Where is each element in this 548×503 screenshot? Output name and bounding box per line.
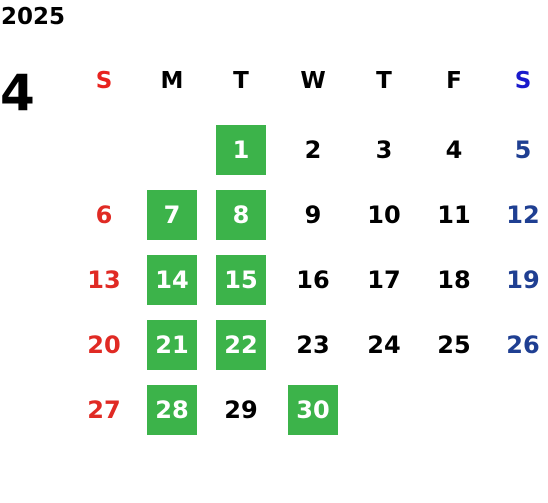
- day-cell: 27: [87, 396, 121, 424]
- day-cell: 26: [506, 331, 540, 359]
- day-cell: 24: [367, 331, 401, 359]
- day-cell: 3: [375, 136, 393, 164]
- day-cell: 17: [367, 266, 401, 294]
- day-cell-highlighted: 14: [147, 255, 197, 305]
- day-cell: 16: [296, 266, 330, 294]
- weekday-header-tue: T: [233, 68, 249, 94]
- day-cell-highlighted: 21: [147, 320, 197, 370]
- month-number: 4: [0, 64, 35, 122]
- weekday-header-mon: M: [160, 68, 184, 94]
- day-cell-highlighted: 30: [288, 385, 338, 435]
- day-cell-highlighted: 1: [216, 125, 266, 175]
- weekday-header-wed: W: [300, 68, 326, 94]
- weekday-header-fri: F: [446, 68, 462, 94]
- day-cell: 19: [506, 266, 540, 294]
- day-cell-highlighted: 22: [216, 320, 266, 370]
- day-cell: 5: [514, 136, 532, 164]
- day-cell-highlighted: 7: [147, 190, 197, 240]
- day-cell-highlighted: 8: [216, 190, 266, 240]
- weekday-header-thu: T: [376, 68, 392, 94]
- weekday-header-sun: S: [95, 68, 113, 94]
- day-cell: 6: [95, 201, 113, 229]
- day-cell: 9: [304, 201, 322, 229]
- day-cell-highlighted: 28: [147, 385, 197, 435]
- day-cell: 20: [87, 331, 121, 359]
- day-cell: 2: [304, 136, 322, 164]
- day-cell: 4: [445, 136, 463, 164]
- weekday-header-sat: S: [514, 68, 532, 94]
- day-cell-highlighted: 15: [216, 255, 266, 305]
- day-cell: 29: [224, 396, 258, 424]
- day-cell: 13: [87, 266, 121, 294]
- day-cell: 10: [367, 201, 401, 229]
- day-cell: 25: [437, 331, 471, 359]
- day-cell: 23: [296, 331, 330, 359]
- year-label: 2025: [1, 4, 66, 30]
- day-cell: 11: [437, 201, 471, 229]
- day-cell: 12: [506, 201, 540, 229]
- day-cell: 18: [437, 266, 471, 294]
